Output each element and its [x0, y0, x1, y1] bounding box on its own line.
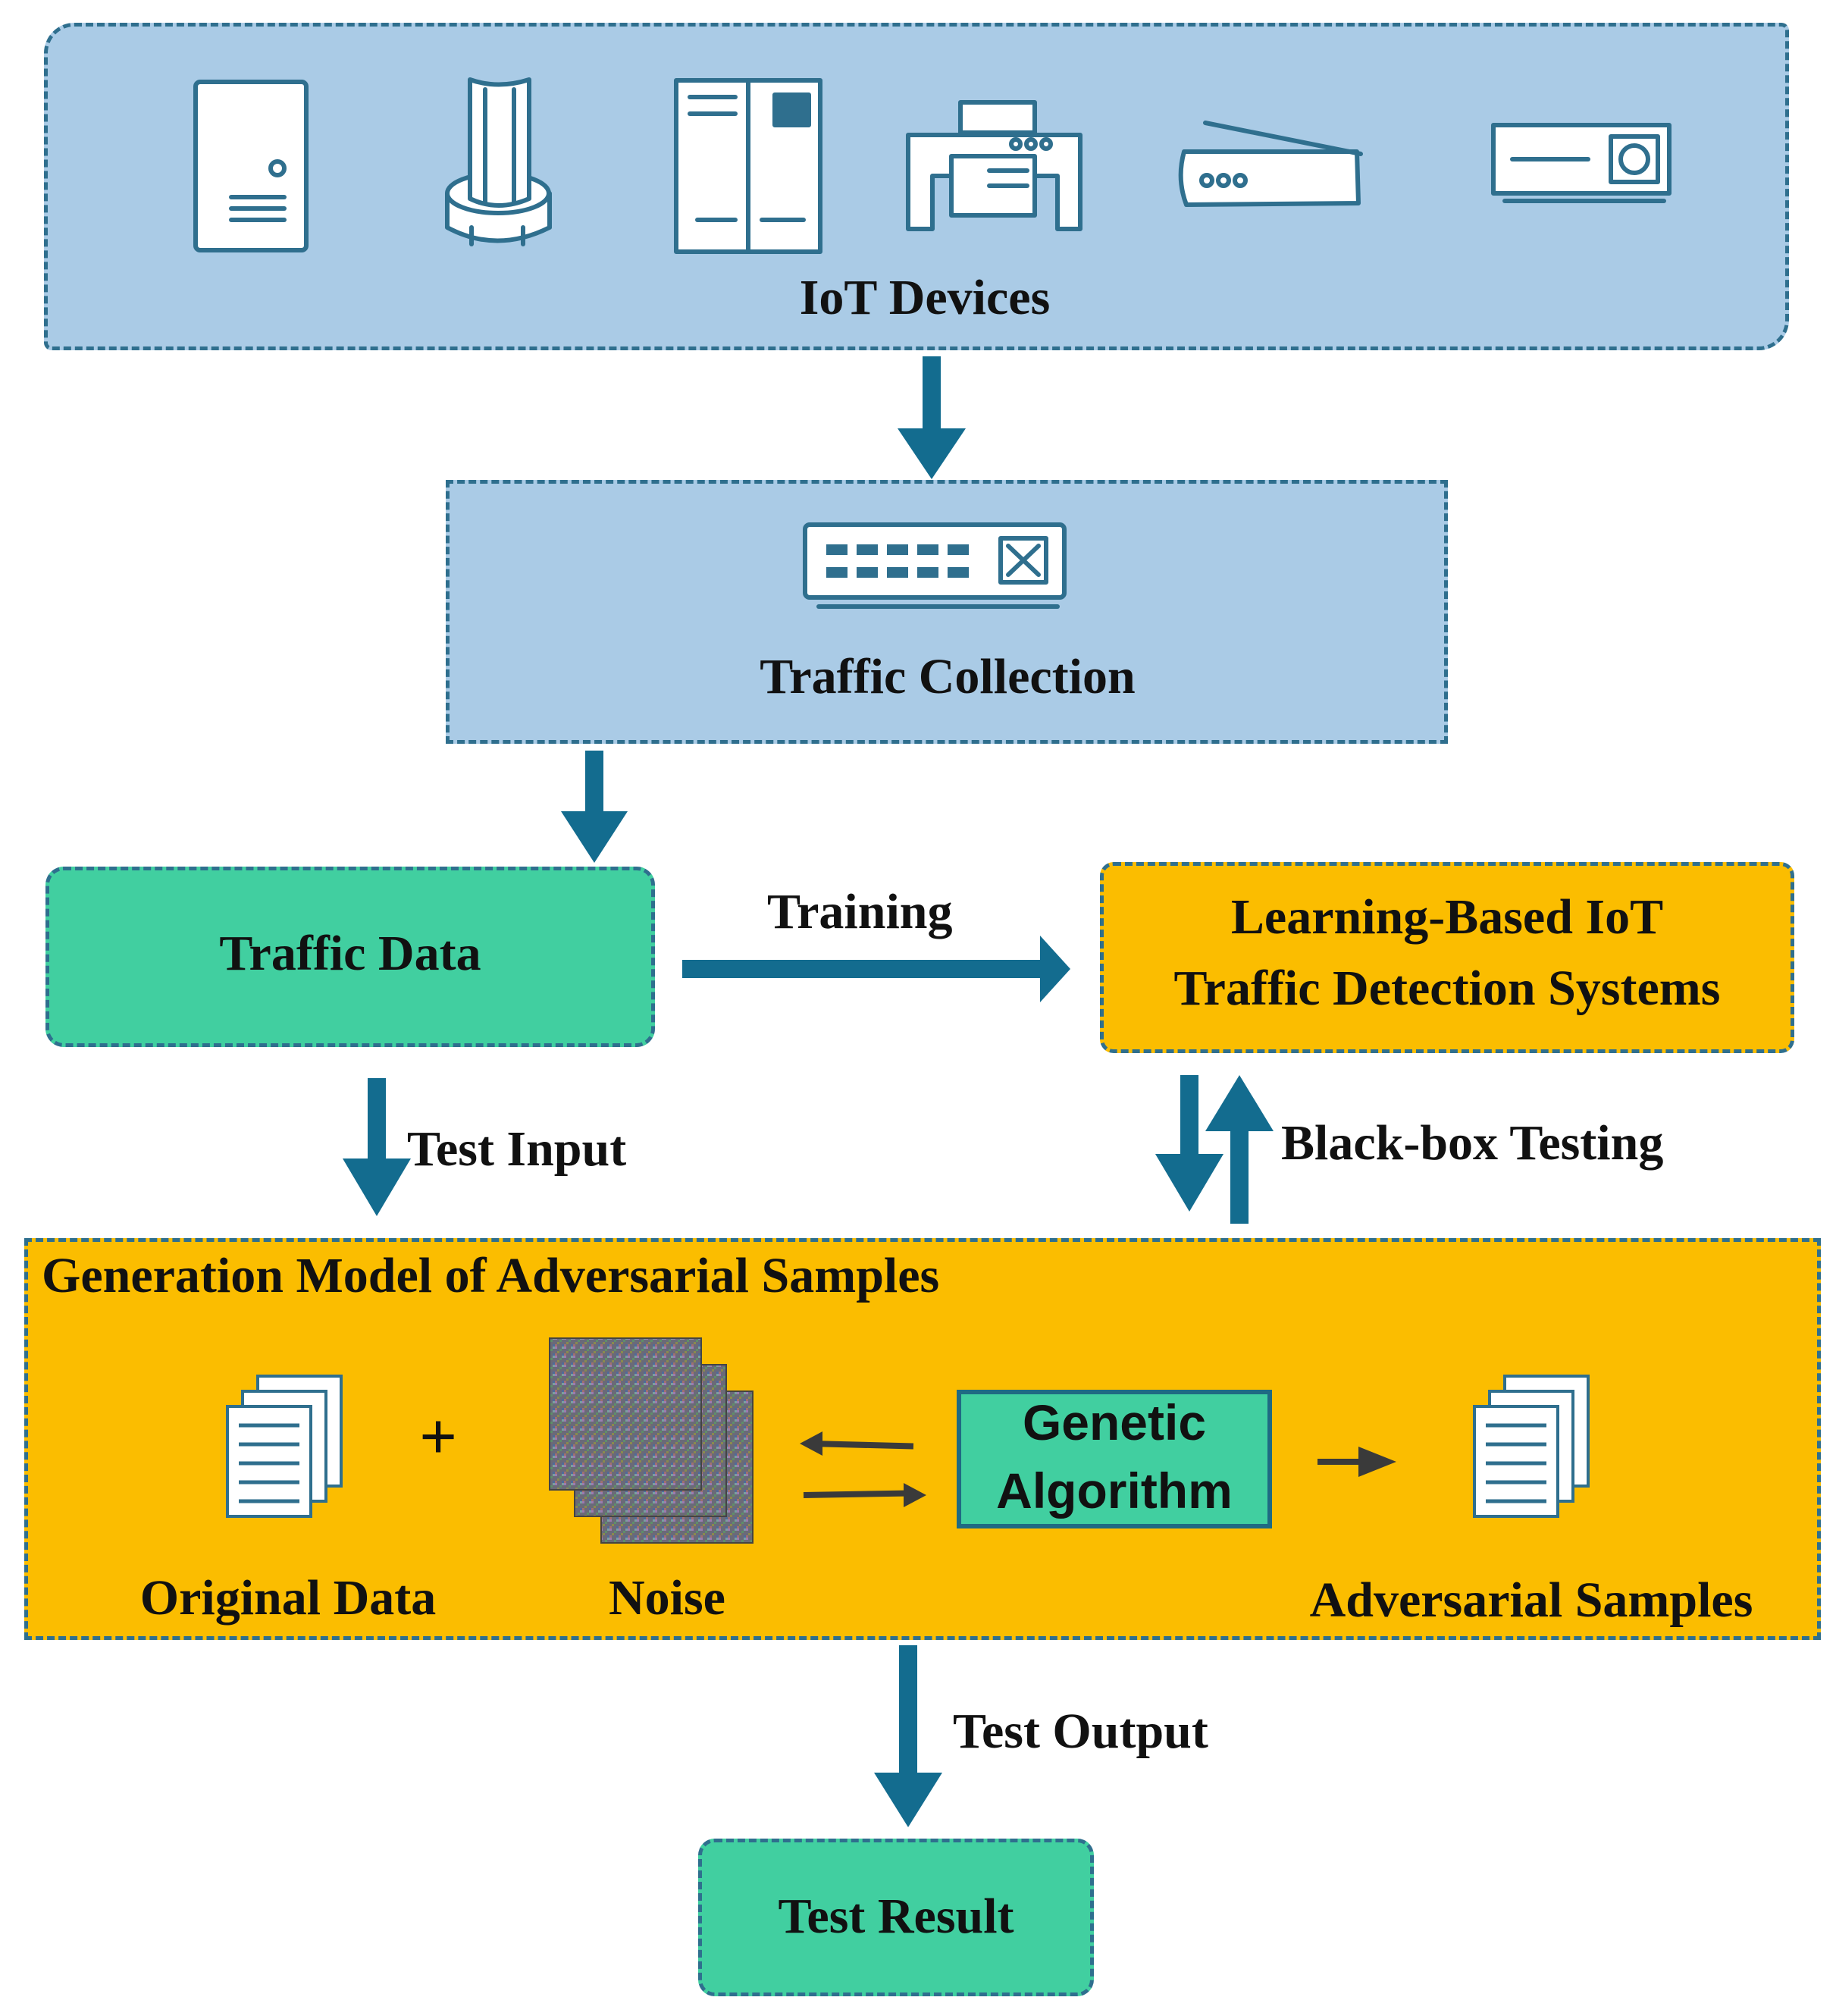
switch-ports	[826, 544, 969, 578]
traffic-collection-title: Traffic Collection	[760, 649, 1136, 704]
noise-icon	[549, 1337, 754, 1544]
blackbox-testing-label: Black-box Testing	[1281, 1115, 1664, 1171]
traffic-data-title: Traffic Data	[219, 926, 481, 981]
original-data-label: Original Data	[139, 1570, 437, 1626]
adversarial-samples-icon	[1473, 1375, 1590, 1518]
traffic-data-box	[45, 867, 655, 1047]
arrow-training	[682, 936, 1070, 1002]
small-arrows	[800, 1431, 1396, 1507]
test-output-label: Test Output	[953, 1704, 1208, 1759]
arrow-test-input	[343, 1078, 411, 1216]
detection-systems-title-line2: Traffic Detection Systems	[1173, 961, 1721, 1016]
printer-icon	[906, 100, 1082, 231]
rack-cabinet-icon	[674, 78, 822, 254]
noise-label: Noise	[609, 1570, 725, 1626]
tower-device-icon	[445, 77, 552, 246]
training-label: Training	[767, 884, 953, 939]
projector-icon	[1491, 123, 1672, 203]
network-switch-icon	[803, 522, 1067, 609]
genetic-algorithm-line1: Genetic	[1022, 1394, 1207, 1450]
generation-model-title: Generation Model of Adversarial Samples	[42, 1248, 940, 1303]
test-result-box	[698, 1839, 1094, 1996]
arrow-test-output	[874, 1645, 942, 1827]
scanner-icon	[1178, 121, 1363, 207]
adversarial-samples-label: Adversarial Samples	[1309, 1572, 1753, 1628]
arrow-collection-to-data	[561, 751, 628, 863]
genetic-algorithm-box[interactable]	[957, 1390, 1272, 1528]
test-result-title: Test Result	[778, 1889, 1014, 1944]
genetic-algorithm-line2: Algorithm	[996, 1463, 1233, 1519]
iot-devices-title: IoT Devices	[799, 270, 1051, 325]
arrow-devices-to-collection	[898, 356, 966, 479]
arrow-blackbox-down	[1155, 1075, 1223, 1212]
test-input-label: Test Input	[407, 1121, 627, 1177]
server-cabinet-icon	[193, 80, 309, 252]
detection-systems-title-line1: Learning-Based IoT	[1230, 889, 1664, 945]
detection-systems-box	[1100, 862, 1794, 1053]
arrow-blackbox-up	[1205, 1075, 1274, 1224]
original-data-icon	[226, 1375, 343, 1518]
plus-sign: +	[419, 1400, 458, 1474]
